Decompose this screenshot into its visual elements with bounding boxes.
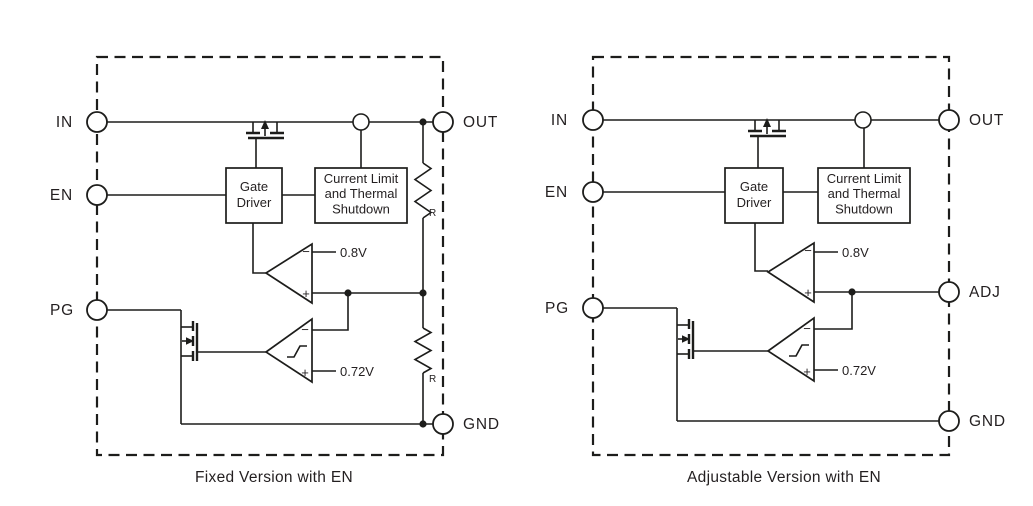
error-amp-plus-sign: + [302,286,310,301]
pin-label: IN [56,114,73,131]
current-limit-label-line2: and Thermal [325,186,398,201]
adjustable-pg-comparator: − + [766,316,815,383]
pin-circle [582,297,604,319]
pin-label: ADJ [969,284,1001,301]
adjustable-caption: Adjustable Version with EN [687,469,881,486]
pg-comp-plus-sign: + [803,364,811,379]
gate-driver-label-line2: Driver [737,195,772,210]
fixed-junction-dots [344,118,427,428]
adjustable-pin-gnd: GND [938,410,1006,432]
fixed-pg-ref-label: 0.72V [340,364,374,379]
fixed-pin-in: IN [56,111,108,133]
fixed-current-sense-node [352,113,370,131]
adjustable-current-sense-node [854,111,872,129]
fixed-version-diagram: Gate Driver Current Limit and Thermal Sh… [50,55,500,486]
pin-label: EN [50,187,73,204]
error-amp-minus-sign: − [302,244,310,259]
pin-label: EN [545,184,568,201]
adjustable-pg-transistor-icon [678,319,695,359]
adjustable-pin-pg: PG [545,297,604,319]
adjustable-pin-en: EN [545,181,604,203]
adjustable-junction-dots [848,288,856,296]
fixed-caption: Fixed Version with EN [195,469,353,486]
fixed-feedback-resistor-bottom: R [413,327,436,385]
fixed-pin-en: EN [50,184,108,206]
fixed-error-amplifier: − + [264,242,313,305]
adjustable-pass-transistor-icon [748,118,786,168]
gate-driver-label-line1: Gate [740,179,768,194]
gate-driver-label-line1: Gate [240,179,268,194]
current-limit-label-line1: Current Limit [827,171,902,186]
fixed-current-limit-block: Current Limit and Thermal Shutdown [314,167,408,224]
pin-label: GND [969,413,1006,430]
fixed-pass-transistor-icon [246,120,284,168]
adjustable-pin-in: IN [551,109,604,131]
gate-driver-label-line2: Driver [237,195,272,210]
pg-comp-minus-sign: − [301,322,309,337]
adjustable-gate-driver-block: Gate Driver [724,167,784,224]
adjustable-ic-boundary [591,55,951,457]
adjustable-current-limit-block: Current Limit and Thermal Shutdown [817,167,911,224]
fixed-pg-comparator: − + [264,317,313,384]
pin-circle [938,281,960,303]
pin-label: PG [50,302,74,319]
fixed-pin-gnd: GND [432,413,500,435]
fixed-gate-driver-block: Gate Driver [225,167,283,224]
fixed-ic-boundary [95,55,445,457]
pin-label: IN [551,112,568,129]
pin-circle [938,109,960,131]
adjustable-pin-out: OUT [938,109,1004,131]
pg-comp-minus-sign: − [803,321,811,336]
error-amp-plus-sign: + [804,285,812,300]
current-limit-label-line3: Shutdown [835,202,893,217]
current-limit-label-line2: and Thermal [828,186,901,201]
fixed-vref-label: 0.8V [340,245,367,260]
pin-circle [938,410,960,432]
hysteresis-icon [789,344,809,357]
pin-label: GND [463,416,500,433]
adjustable-pin-adj: ADJ [938,281,1001,303]
fixed-pin-pg: PG [50,299,108,321]
fixed-feedback-resistor-top: R [413,162,436,219]
pin-circle [86,111,108,133]
adjustable-vref-label: 0.8V [842,245,869,260]
adjustable-wires [603,119,939,422]
fixed-pg-transistor-icon [182,321,199,361]
pin-circle [432,413,454,435]
resistor-top-label: R [429,208,436,219]
pin-circle [86,299,108,321]
pin-circle [582,109,604,131]
pin-circle [86,184,108,206]
pin-label: PG [545,300,569,317]
pg-comp-plus-sign: + [301,365,309,380]
pin-label: OUT [463,114,498,131]
error-amp-minus-sign: − [804,243,812,258]
adjustable-version-diagram: Gate Driver Current Limit and Thermal Sh… [545,55,1006,486]
resistor-bottom-label: R [429,374,436,385]
fixed-wires [107,121,433,425]
pin-label: OUT [969,112,1004,129]
adjustable-pg-ref-label: 0.72V [842,363,876,378]
pin-circle [432,111,454,133]
current-limit-label-line3: Shutdown [332,202,390,217]
hysteresis-icon [287,345,307,358]
pin-circle [582,181,604,203]
current-limit-label-line1: Current Limit [324,171,399,186]
adjustable-error-amplifier: − + [766,241,815,304]
fixed-pin-out: OUT [432,111,498,133]
